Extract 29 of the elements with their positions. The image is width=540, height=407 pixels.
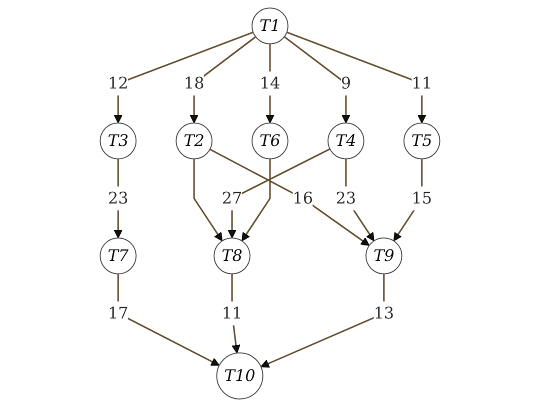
edge-label: 17 <box>108 303 128 322</box>
node-circle: T10 <box>216 352 264 400</box>
edge-label: 23 <box>336 188 356 208</box>
arrow <box>114 32 254 124</box>
edge-label: 23 <box>108 188 128 208</box>
edge-label: 16 <box>292 188 314 208</box>
edge-label: 15 <box>412 188 432 208</box>
edge-label: 9 <box>340 73 352 92</box>
arrow <box>228 148 330 238</box>
node-circle: T5 <box>403 122 440 160</box>
edge-label: 27 <box>222 188 242 208</box>
arrow <box>210 148 370 246</box>
node-circle: T8 <box>214 237 250 274</box>
edge-label: 11 <box>222 303 242 322</box>
node-circle: T1 <box>252 8 288 44</box>
edge-label: 12 <box>108 73 128 92</box>
arrow <box>193 158 223 242</box>
arrow <box>242 158 271 242</box>
arrow <box>286 32 426 124</box>
edge-label: 13 <box>374 303 394 322</box>
node-circle: T9 <box>365 237 402 274</box>
node-circle: T7 <box>100 237 137 274</box>
node-circle: T2 <box>176 122 213 160</box>
edge-label: 18 <box>184 73 204 92</box>
node-circle: T6 <box>252 122 288 160</box>
node-circle: T3 <box>100 122 137 160</box>
edge-label: 11 <box>412 73 432 92</box>
node-circle: T4 <box>327 122 364 160</box>
edge-label: 14 <box>260 73 280 92</box>
